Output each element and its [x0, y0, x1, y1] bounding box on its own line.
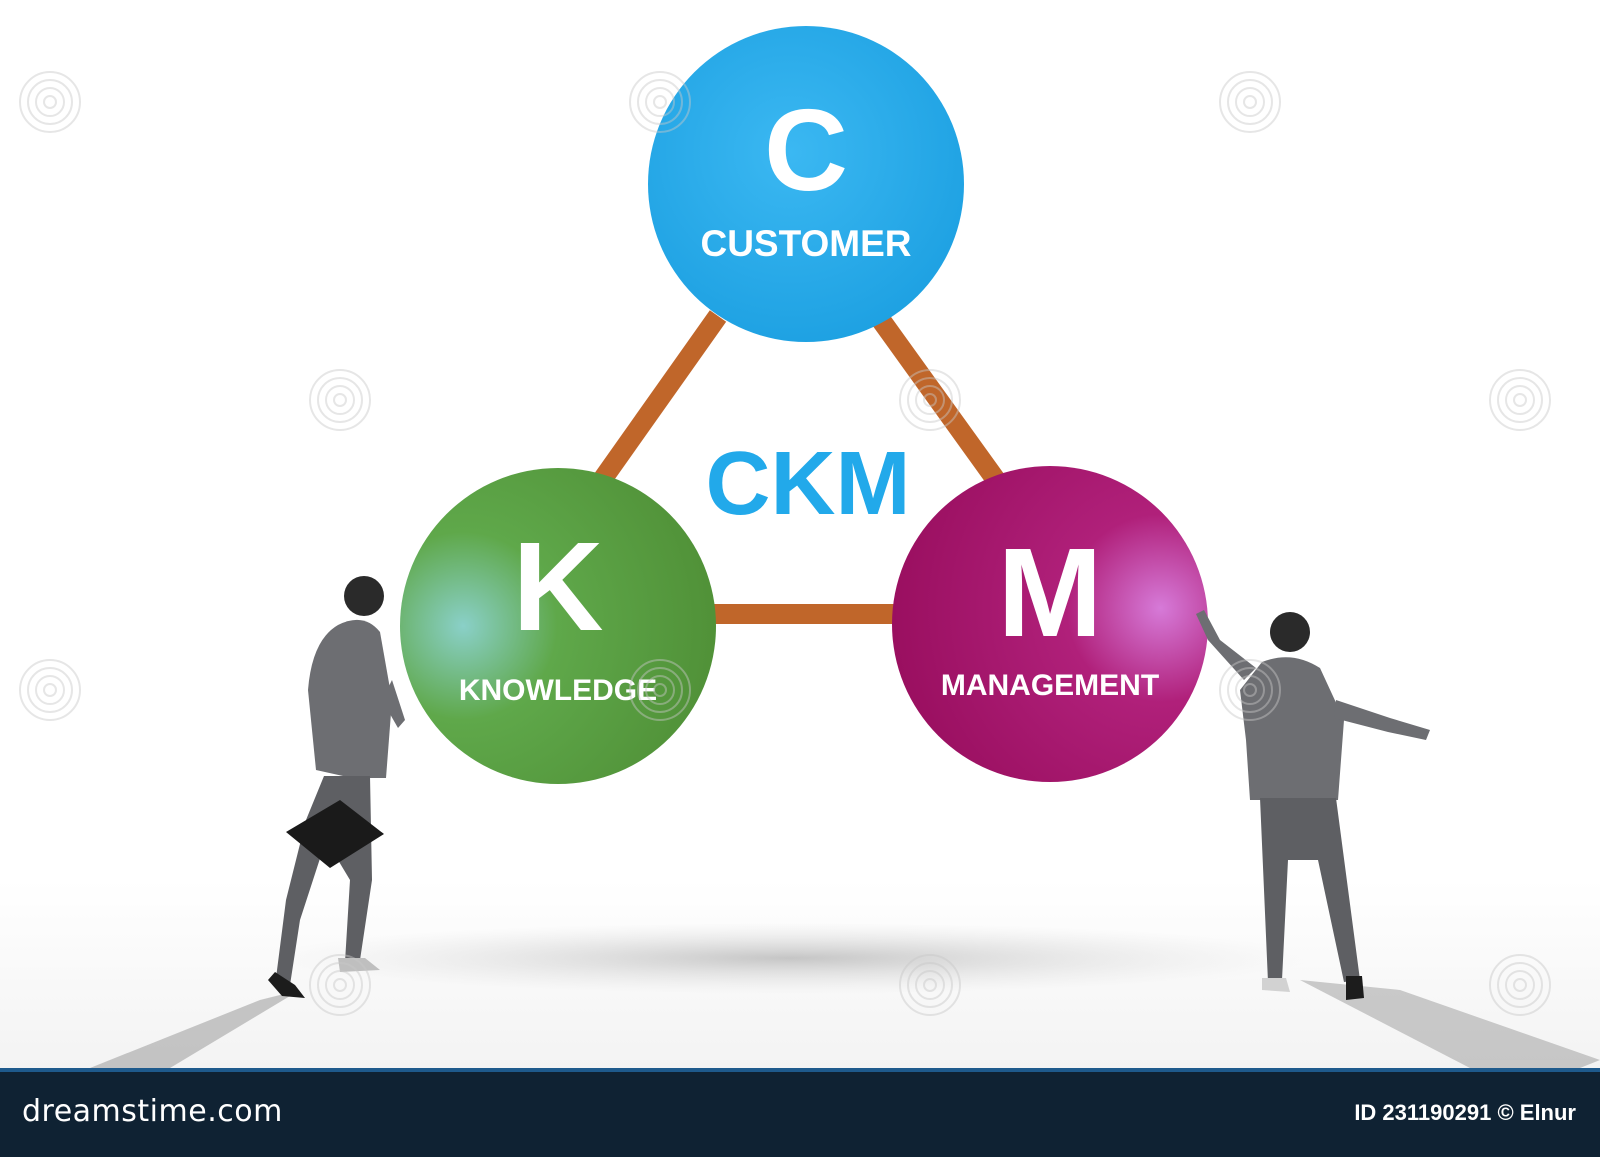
right-man-shoe-left — [1262, 978, 1290, 992]
businessman-right — [1196, 610, 1600, 1068]
watermark-spiral-icon — [1489, 954, 1551, 1016]
watermark-spiral-icon — [629, 71, 691, 133]
node-customer: C CUSTOMER — [648, 26, 964, 342]
right-man-shoe-right — [1346, 976, 1364, 1000]
watermark-spiral-icon — [1219, 71, 1281, 133]
watermark-spiral-icon — [309, 369, 371, 431]
floor-shadow — [270, 922, 1310, 994]
right-man-shadow — [1300, 980, 1600, 1068]
watermark-layer — [19, 71, 1551, 1016]
watermark-spiral-icon — [1489, 369, 1551, 431]
left-man-shadow — [90, 990, 300, 1068]
watermark-spiral-icon — [19, 71, 81, 133]
management-letter: M — [998, 522, 1103, 663]
management-circle — [892, 466, 1208, 782]
watermark-spiral-icon — [19, 659, 81, 721]
management-label: MANAGEMENT — [941, 669, 1159, 702]
diagram-canvas: C CUSTOMER K KNOWLEDGE M MANAGEMENT CKM — [0, 26, 1600, 1068]
center-label: CKM — [706, 434, 911, 534]
connector-customer-knowledge — [593, 310, 727, 486]
left-man-head — [344, 576, 384, 616]
watermark-spiral-icon — [309, 954, 371, 1016]
left-man-shoe-front — [338, 958, 380, 972]
watermark-spiral-icon — [899, 954, 961, 1016]
knowledge-circle — [400, 468, 716, 784]
knowledge-letter: K — [513, 516, 604, 657]
triangle-connectors — [593, 310, 1005, 624]
footer-credit: ID 231190291 © Elnur — [1354, 1100, 1576, 1125]
footer-site: dreamstime.com — [22, 1094, 283, 1129]
businessman-left — [90, 576, 405, 1068]
right-man-right-arm — [1334, 700, 1430, 740]
node-management: M MANAGEMENT — [892, 466, 1208, 782]
right-man-head — [1270, 612, 1310, 652]
watermark-footer: dreamstime.com ID 231190291 © Elnur — [0, 1068, 1600, 1157]
left-man-shoe-back — [268, 972, 305, 998]
customer-letter: C — [764, 85, 848, 215]
left-man-jacket — [308, 619, 392, 778]
connector-customer-management — [869, 310, 1005, 486]
left-man-arm — [382, 680, 405, 728]
watermark-spiral-icon — [899, 369, 961, 431]
node-knowledge: K KNOWLEDGE — [400, 468, 716, 784]
briefcase — [286, 800, 384, 868]
watermark-spiral-icon — [629, 659, 691, 721]
watermark-spiral-icon — [1219, 659, 1281, 721]
right-man-left-arm — [1196, 610, 1256, 680]
ckm-illustration: C CUSTOMER K KNOWLEDGE M MANAGEMENT CKM — [0, 26, 1600, 1068]
knowledge-label: KNOWLEDGE — [459, 674, 657, 707]
right-man-trousers — [1260, 798, 1360, 982]
right-man-jacket — [1240, 657, 1344, 800]
customer-circle — [648, 26, 964, 342]
customer-label: CUSTOMER — [700, 223, 911, 264]
